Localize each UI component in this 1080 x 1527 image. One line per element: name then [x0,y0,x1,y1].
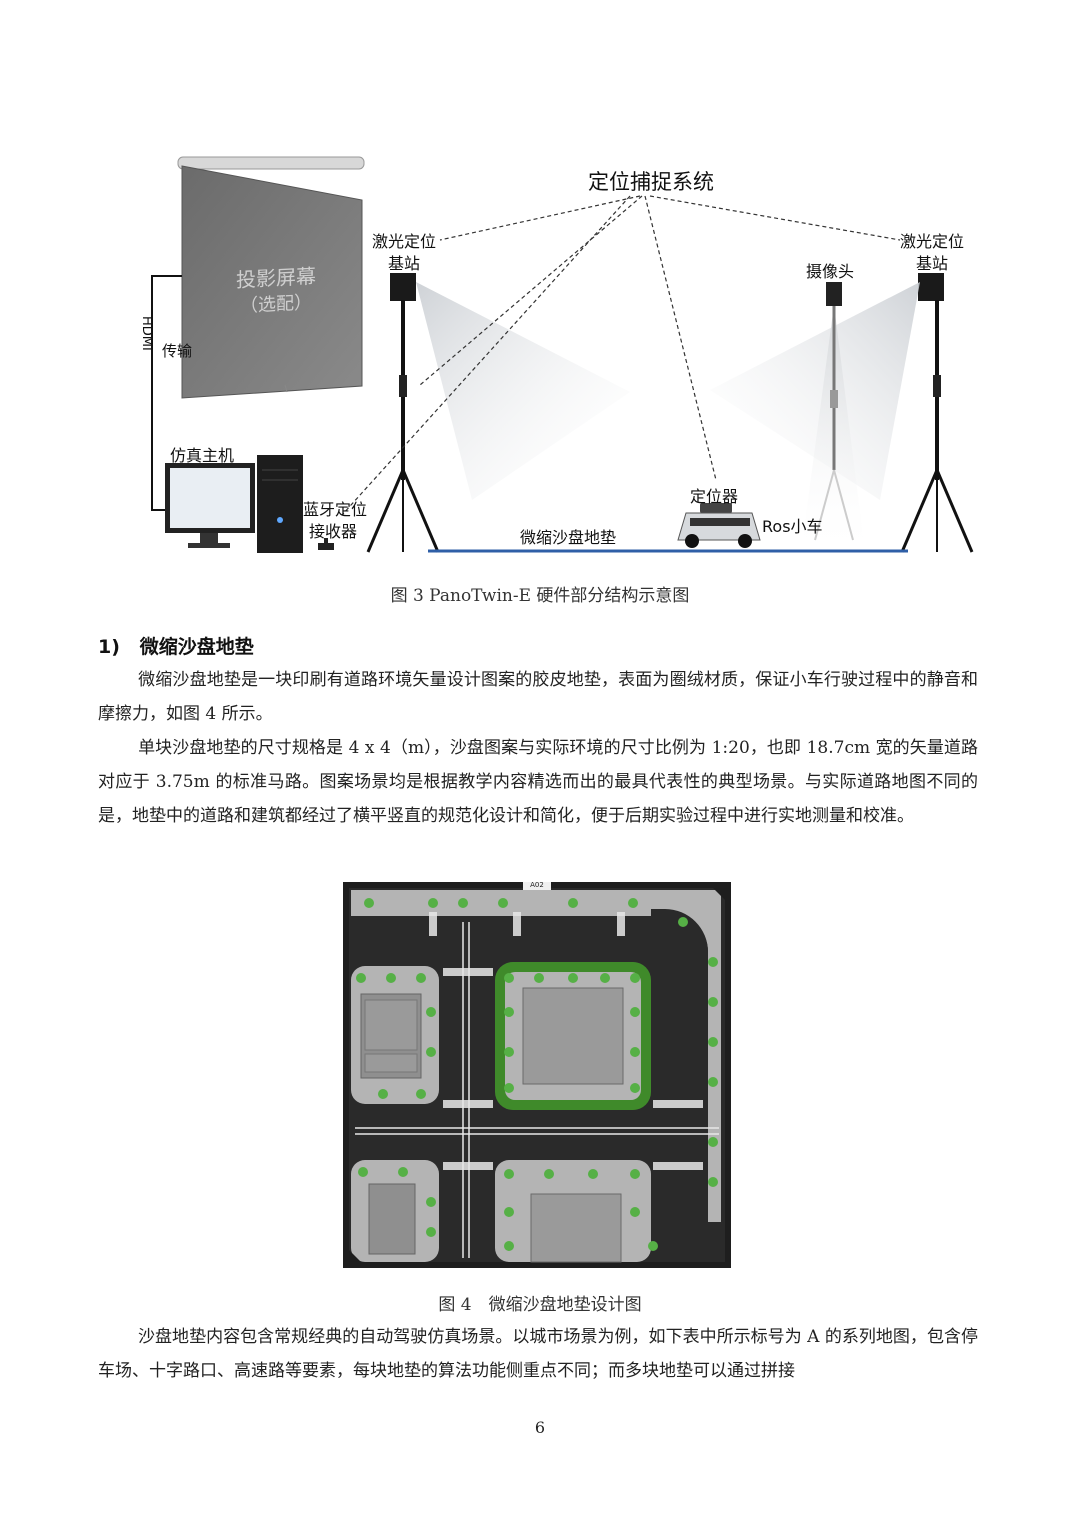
hdmi-label: HDMI [139,316,154,351]
laser-station-right [900,273,974,553]
transfer-label: 传输 [162,342,193,360]
paragraph-1-text: 微缩沙盘地垫是一块印刷有道路环境矢量设计图案的胶皮地垫，表面为圈绒材质，保证小车… [98,670,978,724]
figure-3: 定位捕捉系统 激光定位 基站 激光定位 基站 摄像头 投影屏幕 （选配） HDM… [0,0,1080,610]
laser-station-left [366,273,440,553]
mat-label: 微缩沙盘地垫 [520,528,617,547]
ros-car [677,503,761,548]
figure-4-caption: 图 4 微缩沙盘地垫设计图 [438,1295,642,1315]
camera-label: 摄像头 [806,262,855,281]
mocap-system-label: 定位捕捉系统 [588,170,714,194]
camera-stand [800,282,866,560]
paragraph-3-text: 沙盘地垫内容包含常规经典的自动驾驶仿真场景。以城市场景为例，如下表中所示标号为 … [98,1327,978,1381]
figure-3-caption: 图 3 PanoTwin-E 硬件部分结构示意图 [390,586,690,606]
ros-car-label: Ros小车 [762,517,823,536]
bt-receiver-label-1: 蓝牙定位 [303,500,368,519]
laser-station-left-label-1: 激光定位 [372,232,437,251]
paragraph-2: 单块沙盘地垫的尺寸规格是 4 x 4（m），沙盘图案与实际环境的尺寸比例为 1:… [98,731,978,833]
bt-receiver-label-2: 接收器 [309,522,358,541]
bluetooth-receiver [318,538,334,550]
simulation-host [165,455,303,553]
paragraph-3: 沙盘地垫内容包含常规经典的自动驾驶仿真场景。以城市场景为例，如下表中所示标号为 … [98,1320,978,1388]
figure-4: A02 [343,881,731,1268]
laser-beam-right [710,282,920,500]
paragraph-1: 微缩沙盘地垫是一块印刷有道路环境矢量设计图案的胶皮地垫，表面为圈绒材质，保证小车… [98,663,978,731]
section-heading: 1) 微缩沙盘地垫 [98,636,254,658]
mocap-links [341,195,901,516]
projection-screen [177,156,365,399]
sim-host-label: 仿真主机 [170,446,235,465]
locator-label: 定位器 [690,487,739,506]
hdmi-cable [151,275,182,511]
laser-station-right-label-2: 基站 [916,254,949,273]
hardware-diagram [151,156,974,560]
laser-station-left-label-2: 基站 [388,254,421,273]
page-number: 6 [534,1418,546,1437]
sandbox-mat-map [343,882,731,1268]
laser-beam-left [416,282,630,500]
map-tag: A02 [530,881,544,889]
screen-label-2: （选配） [240,292,312,317]
laser-station-right-label-1: 激光定位 [900,232,965,251]
paragraph-2-text: 单块沙盘地垫的尺寸规格是 4 x 4（m），沙盘图案与实际环境的尺寸比例为 1:… [98,738,978,826]
